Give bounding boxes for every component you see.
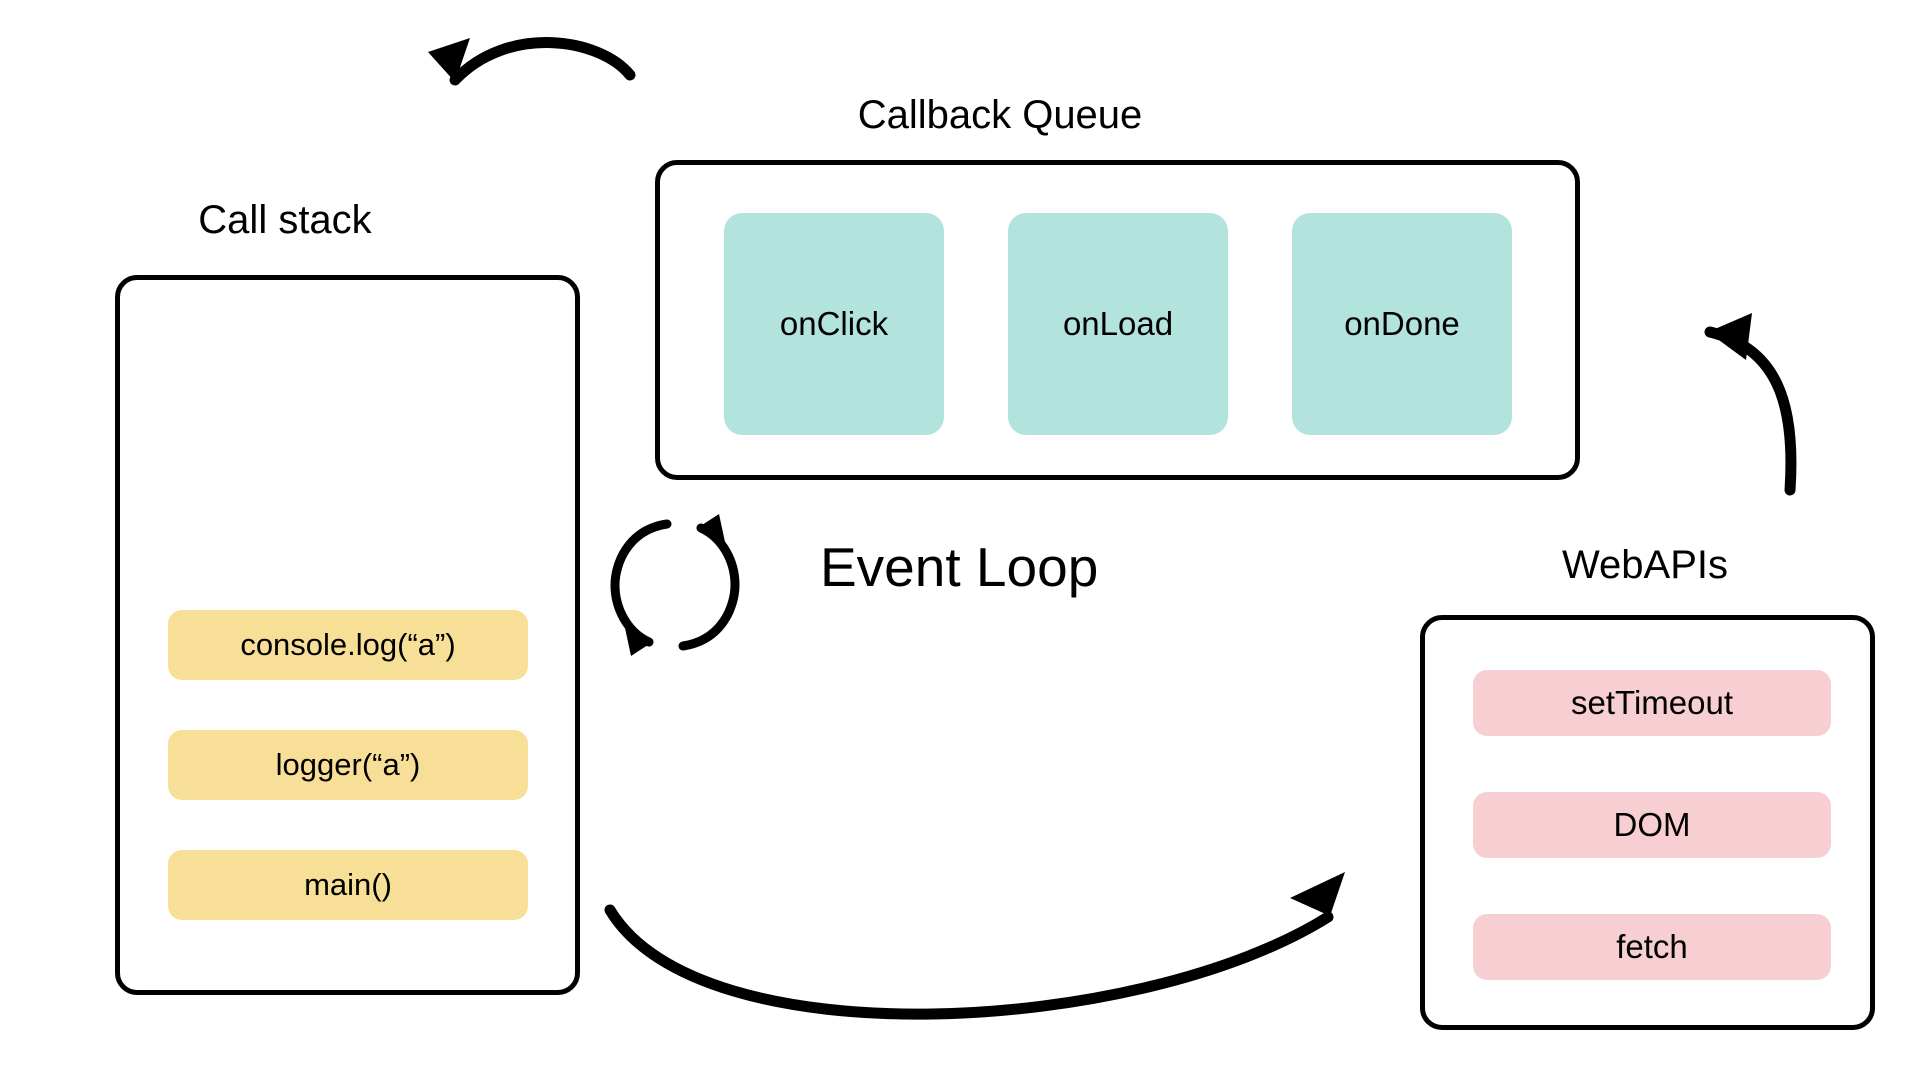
webapi-item[interactable]: setTimeout [1473, 670, 1831, 736]
webapis-title: WebAPIs [1562, 543, 1728, 587]
call-stack-title: Call stack [198, 198, 372, 242]
event-loop-label: Event Loop [820, 536, 1099, 598]
callback-queue-item[interactable]: onLoad [1008, 213, 1228, 435]
call-stack-box: console.log(“a”) logger(“a”) main() [115, 275, 580, 995]
webapis-to-queue-arrow [1704, 313, 1797, 496]
callback-queue-item[interactable]: onClick [724, 213, 944, 435]
call-stack-frame[interactable]: main() [168, 850, 528, 920]
queue-to-call-stack-arrow [428, 37, 636, 86]
call-stack-to-webapis-arrow [604, 872, 1345, 1020]
circular-arrows-icon [610, 514, 740, 656]
webapi-item[interactable]: DOM [1473, 792, 1831, 858]
webapis-box: setTimeout DOM fetch [1420, 615, 1875, 1030]
callback-queue-box: onClick onLoad onDone [655, 160, 1580, 480]
callback-queue-title: Callback Queue [857, 93, 1143, 137]
call-stack-frame[interactable]: logger(“a”) [168, 730, 528, 800]
call-stack-frame[interactable]: console.log(“a”) [168, 610, 528, 680]
callback-queue-item[interactable]: onDone [1292, 213, 1512, 435]
webapi-item[interactable]: fetch [1473, 914, 1831, 980]
